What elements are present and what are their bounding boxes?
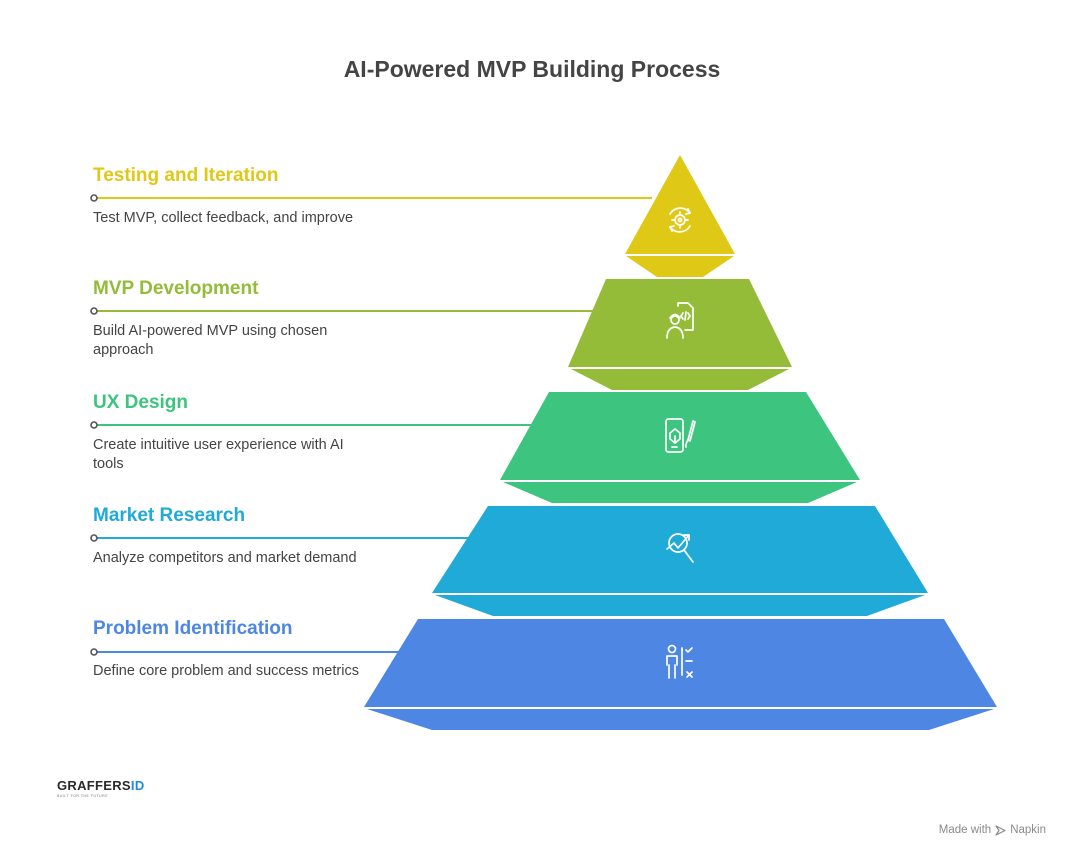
connector-dot: [90, 421, 98, 429]
logo-id: ID: [130, 778, 145, 793]
person-checklist-icon: [666, 644, 693, 679]
step-desc-problem: Define core problem and success metrics: [93, 663, 359, 679]
step-title-testing: Testing and Iteration: [93, 165, 279, 186]
logo-tagline: BUILT FOR THE FUTURE: [57, 794, 109, 798]
step-title-problem: Problem Identification: [93, 618, 293, 639]
pyramid-layer-development: [90, 279, 792, 390]
layer-base: [503, 482, 857, 503]
layer-face: [625, 155, 735, 254]
diagram-title: AI-Powered MVP Building Process: [343, 56, 721, 82]
pyramid-layer-market: [90, 506, 928, 616]
layer-base: [571, 369, 789, 390]
step-desc-market: Analyze competitors and market demand: [93, 550, 357, 566]
logo-text: GRAFFERS: [57, 778, 131, 793]
connector-dot: [90, 534, 98, 542]
pyramid-layer-problem: [90, 619, 997, 730]
layer-base: [435, 595, 925, 616]
magnifier-trend-icon: [666, 533, 694, 563]
connector-dot: [90, 648, 98, 656]
step-title-ux: UX Design: [93, 392, 189, 413]
step-desc-testing: Test MVP, collect feedback, and improve: [93, 210, 354, 226]
layer-base: [367, 709, 994, 730]
napkin-icon: [995, 824, 1006, 836]
step-desc-ux: Create intuitive user experience with AI…: [93, 437, 344, 472]
developer-code-icon: [666, 302, 694, 339]
step-title-market: Market Research: [93, 505, 246, 526]
layer-face: [364, 619, 997, 707]
connector-dot: [90, 194, 98, 202]
layer-base: [626, 256, 734, 277]
company-logo: GRAFFERSID BUILT FOR THE FUTURE: [57, 778, 145, 798]
step-desc-development: Build AI-powered MVP using chosen approa…: [93, 323, 328, 358]
napkin-credit: Made with Napkin: [939, 824, 1046, 836]
pyramid-layer-testing: [90, 155, 735, 277]
pyramid-layer-ux: [90, 392, 860, 503]
gear-refresh-icon: [669, 207, 691, 233]
credit-text: Made with: [938, 824, 992, 836]
layer-face: [432, 506, 928, 593]
step-title-development: MVP Development: [93, 278, 259, 299]
layer-face: [568, 279, 792, 367]
connector-dot: [90, 307, 98, 315]
phone-design-brush-icon: [665, 418, 696, 453]
credit-brand: Napkin: [1010, 824, 1046, 836]
